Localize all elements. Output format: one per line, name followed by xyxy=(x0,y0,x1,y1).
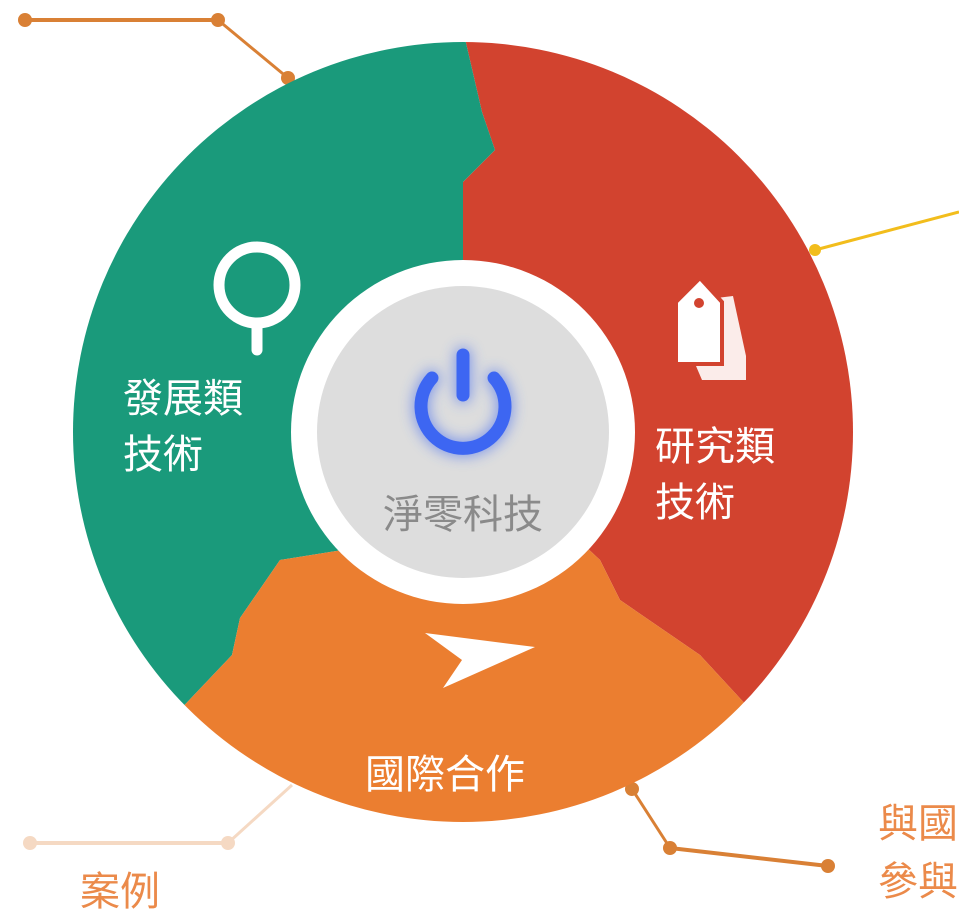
power-icon[interactable] xyxy=(413,347,513,457)
connector-top-left xyxy=(18,13,295,85)
segment-international[interactable] xyxy=(175,432,760,840)
center-disc[interactable] xyxy=(317,286,609,578)
partial-label-line2: 參與 xyxy=(878,859,958,905)
connector-bottom-right xyxy=(625,782,835,873)
development-label-line2: 技術 xyxy=(123,432,203,478)
connector-bottom-left xyxy=(23,783,294,850)
international-label: 國際合作 xyxy=(365,752,525,798)
research-label-line2: 技術 xyxy=(655,480,735,526)
tag-icon xyxy=(674,275,746,380)
partial-label-line1: 與國 xyxy=(878,801,958,847)
connector-right xyxy=(809,210,959,256)
search-icon xyxy=(213,241,301,356)
center-label: 淨零科技 xyxy=(383,492,543,538)
send-icon xyxy=(425,633,535,688)
development-label-line1: 發展類 xyxy=(123,376,243,422)
case-label: 案例 xyxy=(80,869,160,912)
research-label-line1: 研究類 xyxy=(655,424,775,470)
